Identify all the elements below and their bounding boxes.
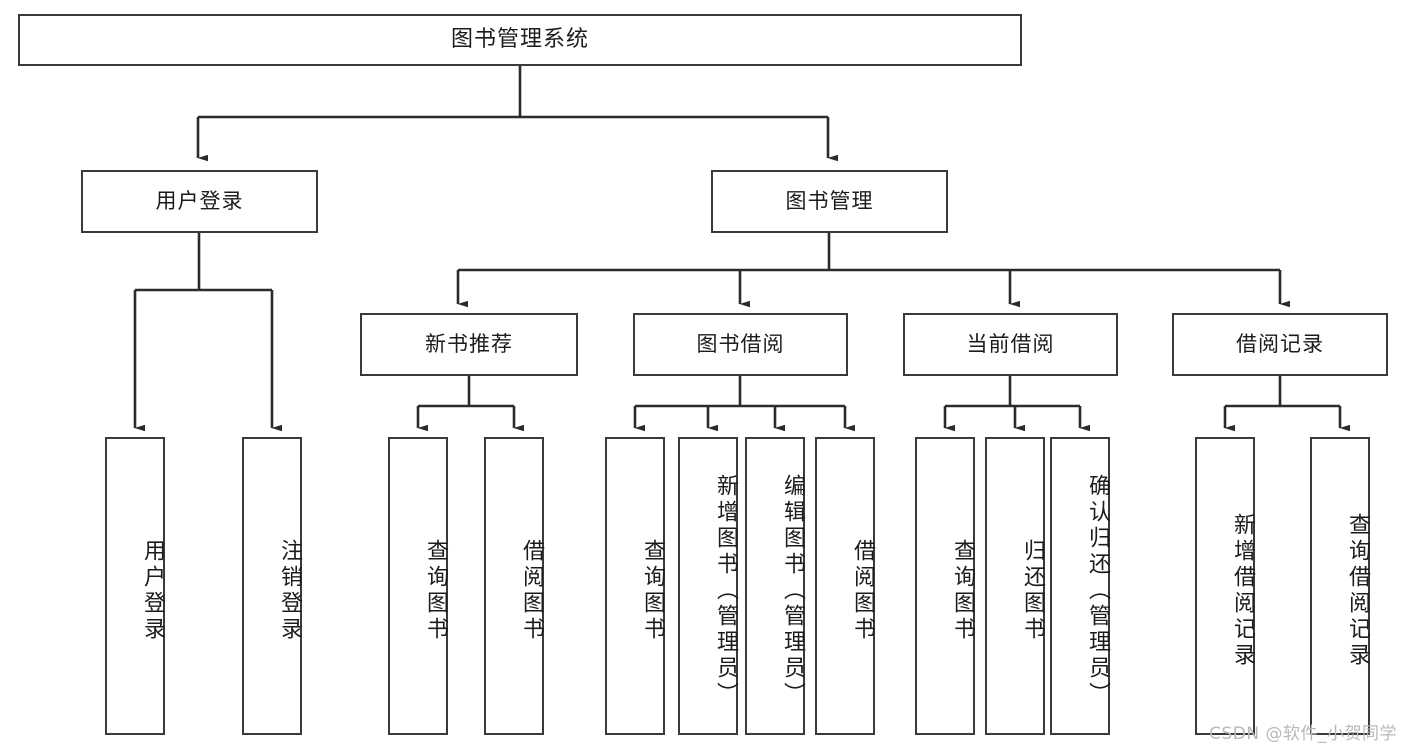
node-leaf-user-logout[interactable]: 注销登录 — [242, 437, 302, 735]
node-leaf-query-record-label: 查询借阅记录 — [1345, 513, 1370, 669]
node-leaf-borrow-book-1[interactable]: 借阅图书 — [484, 437, 544, 735]
node-root-label: 图书管理系统 — [450, 27, 589, 53]
node-leaf-query-book-2-label: 查询图书 — [640, 539, 665, 643]
node-leaf-return-book-label: 归还图书 — [1020, 539, 1045, 643]
node-leaf-borrow-book-2-label: 借阅图书 — [850, 539, 875, 643]
node-leaf-user-logout-label: 注销登录 — [277, 539, 302, 643]
node-leaf-query-record[interactable]: 查询借阅记录 — [1310, 437, 1370, 735]
node-leaf-add-book-label: 新增图书（管理员） — [713, 474, 738, 708]
watermark-text: CSDN @软件_小贺同学 — [1209, 724, 1397, 744]
node-leaf-query-book-3-label: 查询图书 — [950, 539, 975, 643]
node-leaf-query-book-1[interactable]: 查询图书 — [388, 437, 448, 735]
node-leaf-edit-book-label: 编辑图书（管理员） — [780, 474, 805, 708]
node-leaf-edit-book[interactable]: 编辑图书（管理员） — [745, 437, 805, 735]
node-current-borrow-label: 当前借阅 — [966, 332, 1055, 357]
node-leaf-user-login[interactable]: 用户登录 — [105, 437, 165, 735]
node-new-book-recommend-label: 新书推荐 — [425, 332, 513, 357]
node-leaf-add-record[interactable]: 新增借阅记录 — [1195, 437, 1255, 735]
node-leaf-borrow-book-2[interactable]: 借阅图书 — [815, 437, 875, 735]
node-leaf-add-book[interactable]: 新增图书（管理员） — [678, 437, 738, 735]
node-leaf-query-book-2[interactable]: 查询图书 — [605, 437, 665, 735]
node-user-login[interactable]: 用户登录 — [81, 170, 318, 233]
node-borrow-record-label: 借阅记录 — [1236, 332, 1324, 357]
node-book-borrow[interactable]: 图书借阅 — [633, 313, 848, 376]
node-leaf-return-book[interactable]: 归还图书 — [985, 437, 1045, 735]
node-new-book-recommend[interactable]: 新书推荐 — [360, 313, 578, 376]
node-leaf-user-login-label: 用户登录 — [140, 539, 165, 643]
node-book-borrow-label: 图书借阅 — [696, 332, 785, 357]
node-book-manage-label: 图书管理 — [785, 189, 874, 214]
node-user-login-label: 用户登录 — [155, 189, 244, 214]
node-leaf-borrow-book-1-label: 借阅图书 — [519, 539, 544, 643]
node-current-borrow[interactable]: 当前借阅 — [903, 313, 1118, 376]
node-book-manage[interactable]: 图书管理 — [711, 170, 948, 233]
node-leaf-query-book-3[interactable]: 查询图书 — [915, 437, 975, 735]
node-leaf-query-book-1-label: 查询图书 — [423, 539, 448, 643]
node-root[interactable]: 图书管理系统 — [18, 14, 1022, 66]
node-leaf-confirm-return-label: 确认归还（管理员） — [1085, 474, 1110, 708]
node-leaf-add-record-label: 新增借阅记录 — [1230, 513, 1255, 669]
node-leaf-confirm-return[interactable]: 确认归还（管理员） — [1050, 437, 1110, 735]
node-borrow-record[interactable]: 借阅记录 — [1172, 313, 1388, 376]
